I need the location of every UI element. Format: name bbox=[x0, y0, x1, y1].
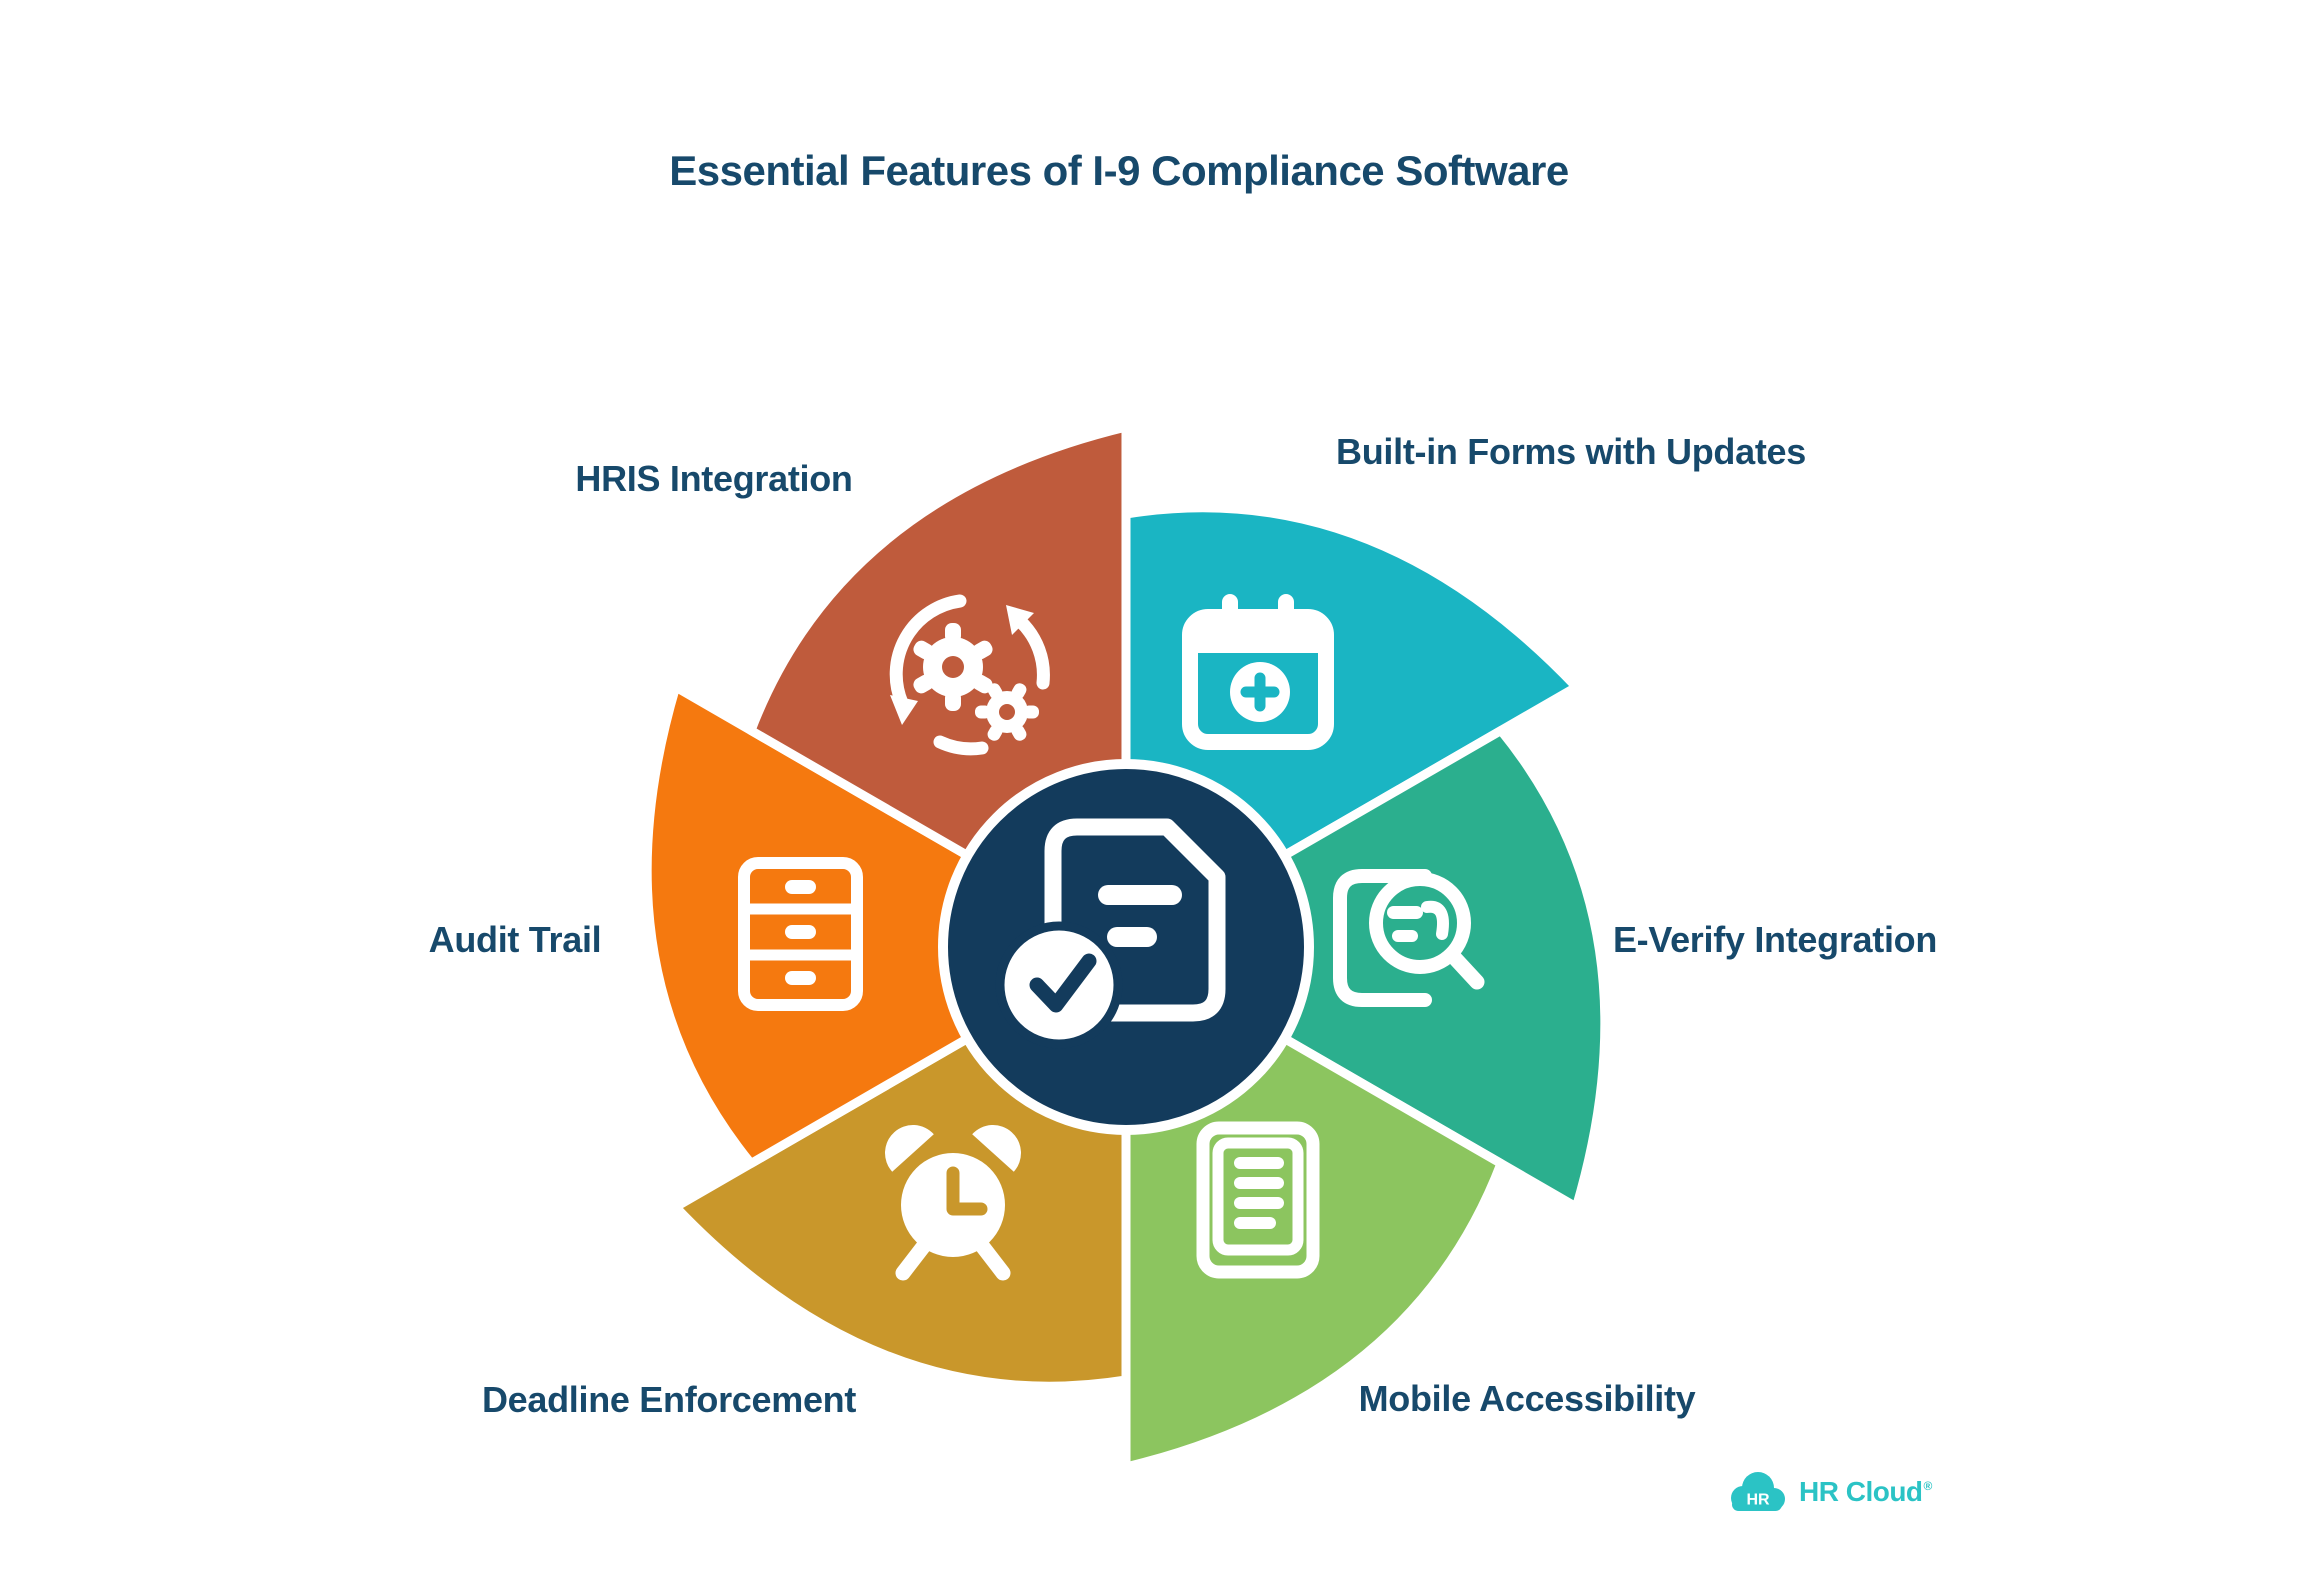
small-gear bbox=[975, 683, 1039, 741]
alarm-clock-icon bbox=[885, 1125, 1021, 1281]
large-gear bbox=[913, 623, 993, 711]
drawer-cabinet-icon bbox=[738, 857, 863, 1011]
calendar-plus-icon bbox=[1182, 594, 1334, 750]
petal-audit bbox=[642, 682, 1131, 1168]
sync-gears-icon bbox=[889, 594, 1050, 756]
logo-badge-text: HR bbox=[1746, 1492, 1770, 1509]
document-lines-icon bbox=[1196, 1121, 1320, 1279]
petal-e-verify bbox=[1121, 726, 1610, 1212]
logo-wordmark: HR Cloud® bbox=[1799, 1476, 1932, 1508]
segment-label-audit: Audit Trail bbox=[428, 919, 602, 960]
hr-cloud-icon: HR bbox=[1731, 1472, 1785, 1511]
hr-cloud-logo: HR HR Cloud® bbox=[1726, 1467, 1932, 1517]
segment-label-mobile: Mobile Accessibility bbox=[1358, 1378, 1696, 1419]
document-check-icon bbox=[995, 818, 1226, 1049]
logo-registered-mark: ® bbox=[1923, 1479, 1933, 1493]
segment-label-e-verify: E-Verify Integration bbox=[1612, 919, 1938, 960]
document-search-icon bbox=[1333, 869, 1485, 1007]
segment-label-deadline: Deadline Enforcement bbox=[481, 1379, 857, 1420]
page-title: Essential Features of I-9 Compliance Sof… bbox=[669, 147, 1569, 194]
segment-label-hris: HRIS Integration bbox=[575, 458, 853, 499]
logo-brand-text: HR Cloud bbox=[1799, 1476, 1923, 1507]
center-hub bbox=[938, 759, 1314, 1135]
segment-label-built-in-forms: Built-in Forms with Updates bbox=[1336, 431, 1806, 472]
